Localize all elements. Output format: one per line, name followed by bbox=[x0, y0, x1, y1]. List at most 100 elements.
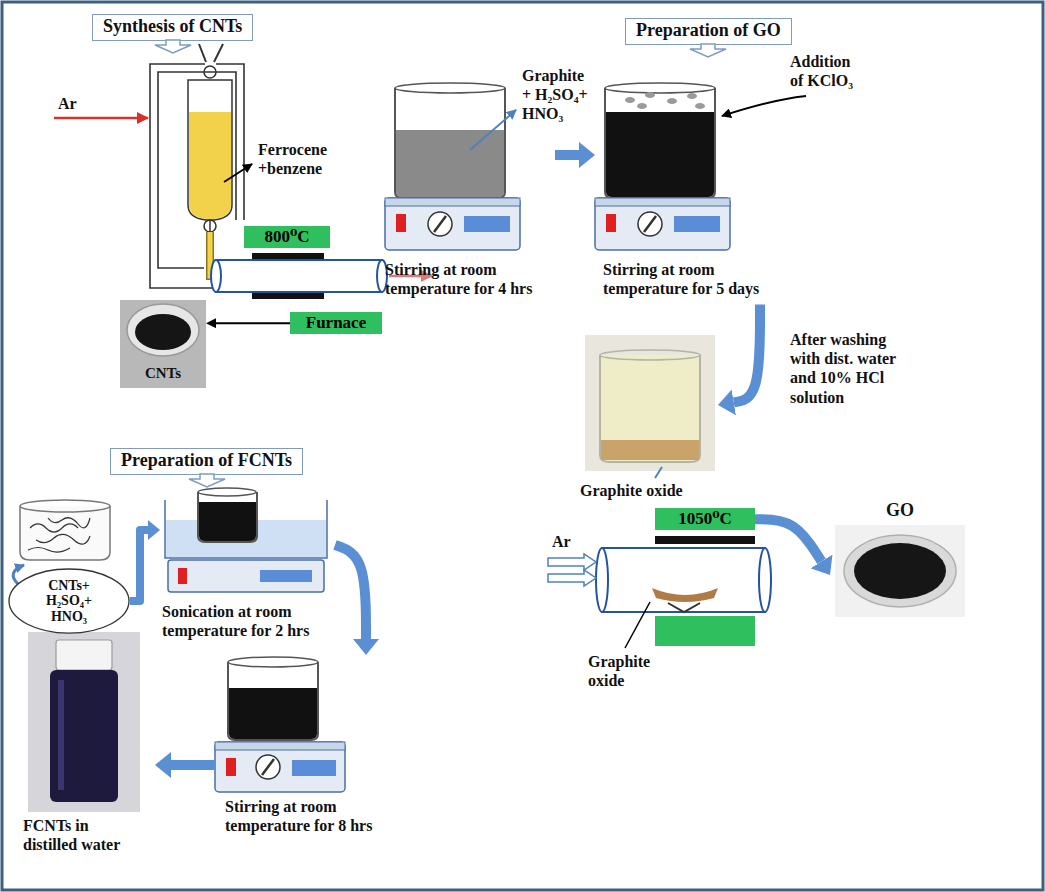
annotation-label: Graphite oxide bbox=[588, 652, 670, 690]
funnel-arm bbox=[199, 44, 206, 62]
section-heading: Preparation of FCNTs bbox=[110, 448, 303, 475]
apparatus-step: Sonication at room temperature for 2 hrs bbox=[160, 488, 335, 646]
indicator-light bbox=[178, 568, 187, 584]
callout-arrow bbox=[690, 44, 726, 58]
beaker bbox=[600, 350, 700, 360]
stopcock bbox=[204, 71, 216, 73]
gas-inlet-arrow bbox=[548, 554, 596, 570]
flow-arrow bbox=[171, 760, 215, 770]
ellipse-shape bbox=[9, 569, 129, 633]
apparatus-step: CNTs bbox=[120, 300, 206, 388]
hot-plate bbox=[215, 742, 345, 750]
kclo3-granule bbox=[695, 103, 705, 109]
quartz-tube bbox=[759, 548, 771, 612]
beaker bbox=[228, 657, 318, 667]
callout-arrow bbox=[155, 40, 191, 54]
furnace-block bbox=[655, 616, 755, 646]
node-text: CNTs bbox=[120, 364, 206, 382]
leader-arrow bbox=[470, 110, 516, 150]
bath-base bbox=[168, 560, 324, 592]
quartz-tube bbox=[216, 260, 382, 292]
annotation-label: Addition of KClO₃ bbox=[790, 52, 862, 90]
knob bbox=[428, 212, 452, 236]
node-text: Furnace bbox=[302, 313, 370, 333]
indicator-light bbox=[606, 214, 616, 232]
hot-plate bbox=[595, 198, 730, 206]
gas-inlet-arrow bbox=[54, 117, 148, 120]
quartz-tube bbox=[211, 260, 221, 292]
beaker bbox=[20, 500, 110, 512]
indicator-light bbox=[396, 214, 406, 232]
apparatus-step: Stirring at room temperature for 5 days bbox=[595, 80, 775, 304]
callout-arrow bbox=[189, 474, 225, 488]
node-text: CNTs+ H₂SO₄+ HNO₃ bbox=[33, 578, 105, 624]
node-text: Preparation of GO bbox=[636, 20, 781, 42]
hot-plate bbox=[385, 198, 520, 250]
graphite-oxide-sediment bbox=[601, 440, 699, 460]
beaker bbox=[395, 88, 505, 198]
display bbox=[260, 570, 312, 582]
beaker bbox=[20, 506, 110, 560]
product-dish: GO bbox=[830, 500, 970, 619]
node-text: Graphite oxide bbox=[580, 481, 718, 500]
furnace-label-box: 800⁰C bbox=[244, 226, 330, 248]
indicator-light bbox=[226, 758, 236, 776]
annotation-label: Ar bbox=[58, 94, 77, 113]
knob bbox=[638, 212, 662, 236]
furnace-label-box: Furnace bbox=[290, 312, 382, 334]
leader-line bbox=[625, 602, 650, 648]
annotation-label: Ar bbox=[552, 532, 571, 551]
cnt-fibre bbox=[36, 534, 90, 544]
section-heading: Preparation of GO bbox=[625, 18, 792, 45]
boat-holder bbox=[668, 603, 700, 612]
callout-arrow bbox=[690, 44, 726, 57]
stopcock bbox=[204, 66, 216, 78]
edge-label: After washing with dist. water and 10% H… bbox=[790, 330, 908, 407]
beaker bbox=[605, 83, 715, 93]
heater bbox=[655, 536, 755, 544]
kclo3-granule bbox=[687, 93, 697, 99]
beaker bbox=[198, 488, 256, 496]
heater bbox=[252, 293, 324, 299]
vial-cap bbox=[56, 640, 112, 670]
hot-plate bbox=[385, 198, 520, 206]
sample-boat bbox=[652, 588, 718, 602]
funnel-arm bbox=[214, 44, 223, 62]
apparatus-step: FCNTs in distilled water bbox=[15, 632, 155, 860]
node-text: Stirring at room temperature for 5 days bbox=[603, 260, 775, 298]
callout-arrow bbox=[155, 40, 191, 53]
beaker bbox=[395, 83, 505, 93]
beaker bbox=[600, 355, 700, 462]
go-powder bbox=[854, 543, 946, 599]
node-text: Preparation of FCNTs bbox=[121, 450, 292, 472]
kclo3-granule bbox=[645, 92, 655, 98]
node-text: Stirring at room temperature for 8 hrs bbox=[225, 797, 400, 835]
graphite-oxide-photo bbox=[585, 335, 715, 471]
hot-plate bbox=[595, 198, 730, 250]
oxidising-mixture bbox=[606, 112, 714, 197]
kclo3-granule bbox=[667, 98, 677, 104]
node-text: Synthesis of CNTs bbox=[103, 16, 242, 38]
apparatus-step: Graphite oxide bbox=[578, 335, 718, 504]
knob bbox=[256, 755, 280, 779]
node-text: GO bbox=[830, 500, 970, 522]
quartz-tube bbox=[596, 548, 608, 612]
vial-highlight bbox=[58, 680, 64, 790]
knob bbox=[434, 216, 446, 232]
flow-arrow bbox=[216, 322, 290, 324]
node-text: 1050⁰C bbox=[667, 509, 743, 529]
ultrasonic-bath bbox=[165, 500, 327, 558]
vial-photo bbox=[28, 632, 140, 812]
display bbox=[464, 216, 510, 232]
feed-column bbox=[188, 80, 232, 220]
cnt-acid-mixture bbox=[199, 502, 256, 541]
heater bbox=[252, 253, 324, 259]
petri-dish bbox=[127, 304, 199, 356]
callout-arrow bbox=[189, 474, 225, 487]
beaker bbox=[198, 492, 257, 542]
display bbox=[292, 760, 336, 776]
cnt-fibre bbox=[48, 518, 90, 528]
